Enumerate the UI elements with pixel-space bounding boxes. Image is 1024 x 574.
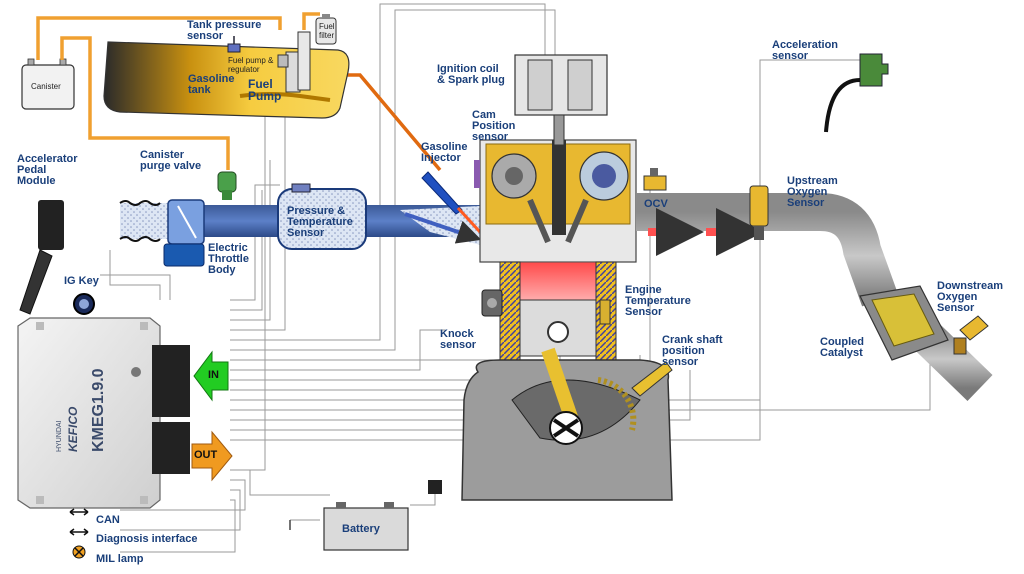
acceleration-sensor-label: Acceleration sensor [772, 39, 839, 62]
acceleration-sensor [824, 53, 889, 133]
out-arrow [191, 430, 233, 482]
legend-can: CAN [68, 513, 120, 527]
accelerator-pedal-module-label: Accelerator Pedal Module [17, 153, 78, 187]
ignition-coil-label: Ignition coil & Spark plug [437, 63, 505, 86]
accelerator-pedal-module [19, 200, 64, 315]
engine-temperature-sensor-label: Engine Temperature Sensor [625, 284, 691, 318]
crank-shaft-position-sensor-label: Crank shaft position sensor [662, 334, 723, 368]
upstream-oxygen-sensor [749, 185, 769, 240]
coupled-catalyst-label: Coupled Catalyst [820, 336, 864, 359]
legend-diagnosis-label: Diagnosis interface [96, 533, 198, 545]
engine-temperature-sensor [599, 299, 611, 325]
fuel-filter-label: Fuel filter [319, 22, 335, 40]
tank-pressure-sensor-label: Tank pressure sensor [187, 19, 262, 42]
fuel-vapor-lines [36, 12, 320, 170]
cylinder-head [474, 139, 637, 263]
cam-position-sensor-label: Cam Position sensor [472, 109, 516, 143]
ig-key [73, 293, 95, 315]
tank-pressure-sensor [227, 36, 241, 53]
battery-label: Battery [342, 523, 380, 535]
knock-sensor [481, 289, 503, 317]
canister [21, 58, 75, 110]
fuel-pump-label: Fuel Pump [248, 77, 282, 103]
ocv-label: OCV [644, 198, 668, 210]
ignition-coil [514, 54, 608, 146]
in-arrow-label: IN [208, 369, 219, 381]
coupled-catalyst [859, 285, 949, 361]
canister-purge-valve-label: Canister purge valve [140, 149, 202, 172]
gasoline-injector [421, 171, 482, 234]
gasoline-injector-label: Gasoline Injector [421, 141, 468, 164]
crankshaft-position-sensor [631, 361, 673, 397]
canister-label: Canister [31, 82, 61, 91]
map-sensor [291, 183, 311, 193]
ecu-brand-top: HYUNDAI [56, 420, 63, 452]
canister-purge-valve [217, 171, 237, 200]
legend-can-label: CAN [96, 514, 120, 526]
ecu-model: KMEG1.9.0 [90, 368, 107, 452]
engine-block [461, 261, 673, 501]
in-arrow [193, 350, 229, 402]
downstream-oxygen-sensor [953, 315, 989, 355]
ecu [17, 317, 190, 509]
electric-throttle-body [163, 199, 205, 267]
legend-mil: MIL lamp [68, 552, 143, 566]
pressure-temperature-sensor-label: Pressure & Temperature Sensor [287, 205, 353, 239]
battery [289, 480, 442, 551]
ecu-brand: KEFICO [66, 406, 80, 452]
legend-diagnosis: Diagnosis interface [68, 532, 197, 546]
ocv [643, 168, 667, 191]
legend-mil-label: MIL lamp [96, 553, 144, 565]
legend-icons [69, 508, 89, 559]
fuel-pump-regulator-label: Fuel pump & regulator [228, 56, 274, 74]
intake-manifold [119, 188, 500, 250]
knock-sensor-label: Knock sensor [440, 328, 477, 351]
out-arrow-label: OUT [194, 449, 218, 461]
fuel-pump [277, 31, 311, 93]
gasoline-tank-label: Gasoline tank [188, 73, 235, 96]
fuel-filter [315, 14, 337, 45]
ig-key-label: IG Key [64, 275, 99, 287]
electric-throttle-body-label: Electric Throttle Body [208, 242, 249, 276]
downstream-oxygen-sensor-label: Downstream Oxygen Sensor [937, 280, 1004, 314]
upstream-oxygen-sensor-label: Upstream Oxygen Sensor [787, 175, 838, 209]
